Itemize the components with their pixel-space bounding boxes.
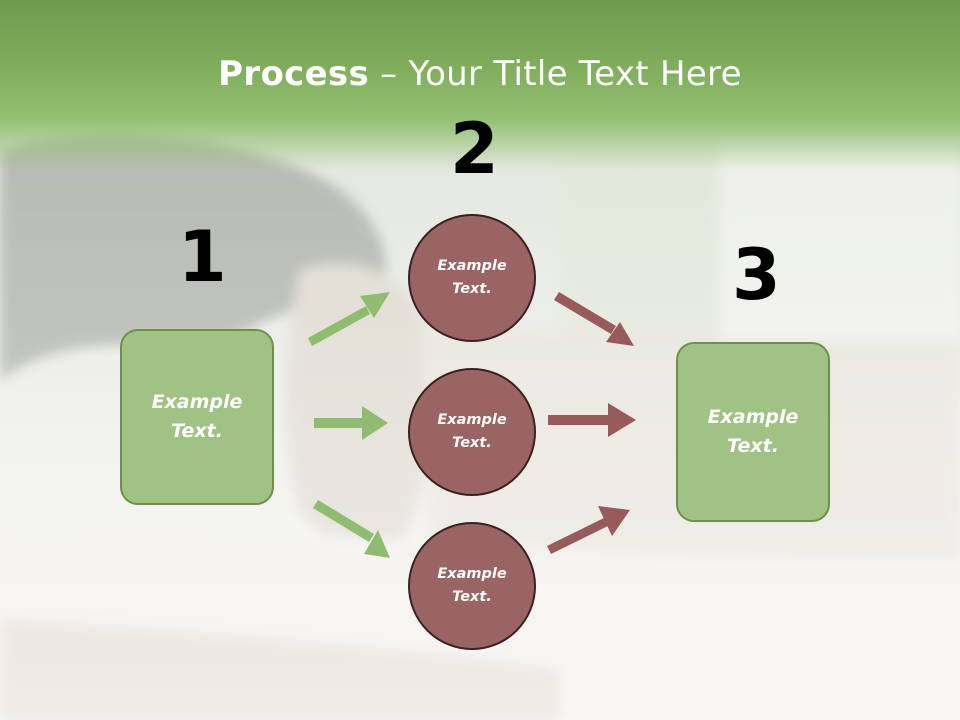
left-box: Example Text. [120, 329, 274, 505]
arrow-green-right [314, 406, 388, 440]
left-box-text: Example Text. [151, 391, 243, 442]
arrow-red-right [548, 403, 636, 437]
circle-top-text: Example Text. [437, 258, 507, 297]
step-number-2: 2 [450, 108, 499, 190]
circle-bottom-text: Example Text. [437, 566, 507, 605]
right-box: Example Text. [676, 342, 830, 522]
circle-middle: Example Text. [408, 368, 536, 496]
step-number-1: 1 [178, 216, 227, 298]
slide-title: Process – Your Title Text Here [0, 54, 960, 94]
header-band [0, 0, 960, 170]
arrow-green-down [313, 500, 390, 558]
arrow-red-down [554, 292, 634, 346]
arrow-green-up [308, 292, 390, 346]
circle-top: Example Text. [408, 214, 536, 342]
title-bold: Process [218, 54, 370, 94]
step-number-3: 3 [732, 234, 781, 316]
title-rest: – Your Title Text Here [369, 54, 742, 94]
arrow-red-up [547, 506, 630, 554]
circle-bottom: Example Text. [408, 522, 536, 650]
right-box-text: Example Text. [707, 406, 799, 457]
circle-middle-text: Example Text. [437, 412, 507, 451]
